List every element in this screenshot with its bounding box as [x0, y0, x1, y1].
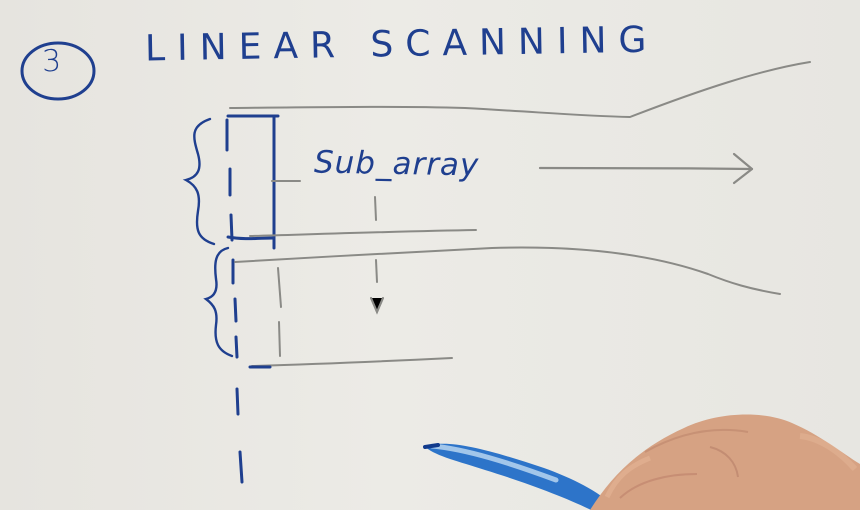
lower-window-bottom-line — [251, 357, 453, 367]
next-window-top-line — [234, 246, 781, 295]
hand-icon — [590, 414, 860, 510]
pen-icon — [423, 443, 615, 510]
right-arrow-icon — [538, 152, 754, 185]
subarray-bottom-marker — [226, 235, 275, 241]
subarray-bottom-line — [249, 229, 477, 237]
sub-array-label: Sub_array — [313, 144, 480, 184]
circle-icon — [20, 41, 96, 101]
section-number: 3 — [41, 43, 62, 80]
left-dashed-marker — [225, 118, 244, 484]
upper-brace-icon — [182, 117, 216, 246]
array-top-outline — [229, 61, 811, 119]
down-arrow-icon — [370, 297, 384, 315]
lower-pencil-boundary — [277, 196, 384, 357]
lower-brace-icon — [203, 246, 234, 358]
